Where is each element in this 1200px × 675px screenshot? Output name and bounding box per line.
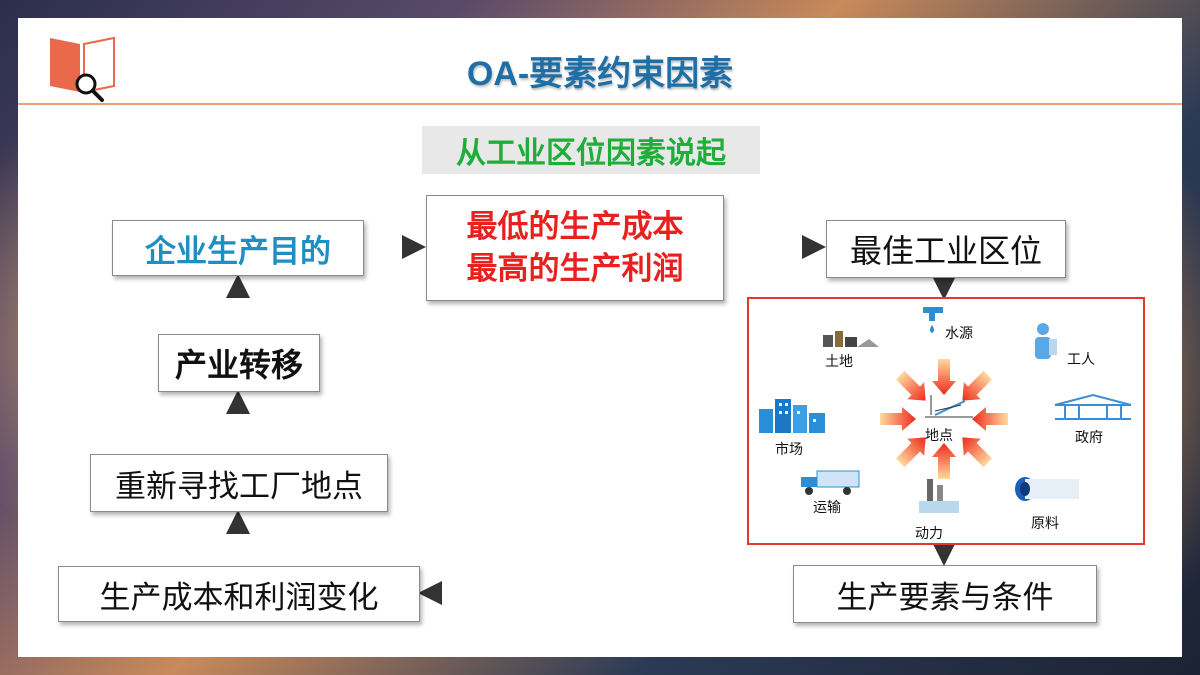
transport-label: 运输 [813, 500, 841, 516]
enterprise-goal-box: 企业生产目的 [112, 220, 364, 276]
factory-site-icon [925, 395, 973, 418]
raw-material-label: 原料 [1031, 516, 1059, 532]
government-label: 政府 [1075, 430, 1103, 446]
city-buildings-icon [759, 399, 825, 433]
raw-material-pipe-icon [1015, 477, 1079, 501]
water-tap-icon [923, 307, 943, 333]
government-building-icon [1054, 393, 1132, 420]
max-profit-text: 最高的生产利润 [466, 251, 684, 287]
truck-icon [801, 470, 860, 495]
location-factors-panel: 地点 水源 土地 工人 市场 [747, 297, 1145, 545]
slide: OA-要素约束因素 从工业区位因素说起 企业生产目的 最低的生产成本 [18, 18, 1182, 657]
power-label: 动力 [915, 526, 943, 542]
best-location-box: 最佳工业区位 [826, 220, 1066, 278]
cost-profit-change-box: 生产成本和利润变化 [58, 566, 420, 622]
cost-profit-box: 最低的生产成本 最高的生产利润 [426, 195, 724, 301]
factor-arrows [880, 359, 1008, 479]
water-label: 水源 [945, 326, 973, 342]
market-label: 市场 [775, 442, 803, 458]
land-label: 土地 [825, 354, 853, 370]
magnifier-book-icon [50, 36, 115, 102]
find-new-site-box: 重新寻找工厂地点 [90, 454, 388, 512]
flow-connectors [226, 235, 956, 605]
land-icon [823, 331, 879, 347]
subtitle: 从工业区位因素说起 [422, 126, 760, 174]
labor-label: 工人 [1067, 352, 1095, 368]
power-plant-icon [919, 479, 959, 513]
title-divider [18, 103, 1182, 105]
worker-icon [1035, 323, 1057, 359]
center-label: 地点 [925, 428, 953, 444]
page-title: OA-要素约束因素 [466, 55, 734, 93]
min-cost-text: 最低的生产成本 [466, 209, 684, 245]
production-factors-box: 生产要素与条件 [793, 565, 1097, 623]
industry-transfer-box: 产业转移 [158, 334, 320, 392]
